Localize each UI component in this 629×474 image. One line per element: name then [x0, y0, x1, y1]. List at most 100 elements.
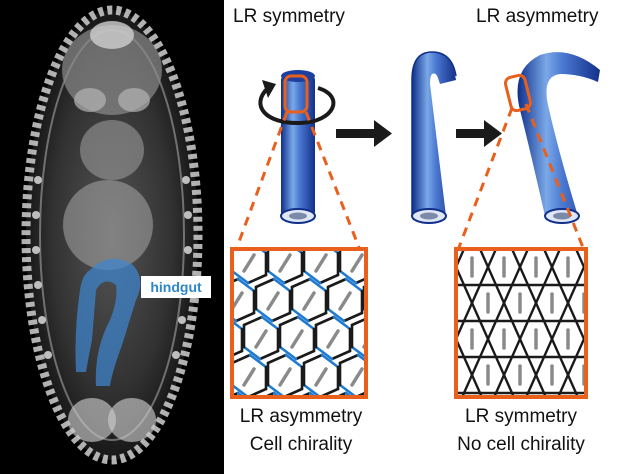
cell-edge: [412, 241, 430, 249]
cell-edge: [332, 315, 352, 331]
cell-edge: [333, 391, 348, 397]
cell-edge: [502, 283, 514, 305]
cell-edge: [424, 321, 432, 339]
cell-edge: [272, 277, 292, 293]
cell-nucleus: [278, 253, 292, 273]
cell-edge: [436, 279, 454, 287]
cell-edge: [592, 231, 600, 249]
cell-edge: [234, 311, 256, 323]
cell-edge: [470, 355, 482, 377]
cell-edge: [624, 429, 629, 447]
cell-edge: [574, 249, 586, 269]
cell-edge: [510, 319, 522, 341]
cell-edge: [440, 303, 448, 321]
cell-edge: [542, 249, 546, 251]
cell-edge: [440, 375, 448, 393]
cell-edge: [462, 301, 474, 323]
cell-nucleus: [290, 329, 304, 349]
diagram-title-right: LR asymmetry: [476, 6, 599, 27]
cell-edge: [558, 249, 562, 251]
cell-edge: [462, 283, 474, 305]
cell-edge: [574, 337, 586, 359]
cell-edge: [261, 391, 276, 397]
cell-edge: [536, 213, 544, 231]
curved-hindgut-tube: [517, 52, 600, 224]
cell-edge: [616, 393, 624, 411]
cell-edge: [526, 249, 530, 251]
cell-edge: [404, 465, 422, 473]
cell-edge: [242, 345, 262, 361]
cell-edge: [558, 283, 570, 305]
cell-edge: [470, 283, 482, 305]
cell-edge: [370, 317, 386, 329]
cell-edge: [496, 213, 504, 231]
caption-left-line1: LR asymmetry: [239, 406, 363, 427]
cell-edge: [592, 357, 600, 375]
cell-edge: [518, 249, 530, 269]
cell-edge: [574, 319, 586, 341]
cell-edge: [282, 273, 304, 285]
cell-edge: [326, 307, 346, 323]
cell-edge: [232, 269, 250, 285]
cell-edge: [284, 353, 304, 369]
cell-nucleus: [412, 293, 422, 309]
rotation-arrow-icon: [258, 80, 336, 126]
cell-edge: [592, 213, 600, 231]
cell-edge: [260, 315, 280, 331]
cell-edge: [616, 339, 624, 357]
cell-edge: [440, 285, 448, 303]
cell-edge: [266, 353, 288, 365]
cell-edge: [382, 393, 398, 405]
cell-edge: [600, 375, 608, 393]
cell-edge: [510, 265, 522, 287]
hindgut-overlay: [75, 258, 141, 386]
cell-edge: [382, 279, 398, 291]
cell-edge: [376, 271, 392, 283]
cell-edge: [518, 265, 530, 287]
cell-edge: [314, 345, 334, 361]
cell-edge: [306, 311, 328, 323]
cell-edge: [460, 461, 476, 473]
cell-edge: [316, 461, 332, 473]
cell-edge: [494, 355, 506, 377]
cell-edge: [510, 249, 522, 269]
cell-edge: [388, 317, 406, 325]
cell-edge: [368, 351, 386, 359]
cell-nucleus: [424, 255, 434, 271]
cell-edge: [280, 461, 296, 473]
cell-nucleus: [242, 367, 256, 387]
cell-edge: [290, 277, 312, 289]
diagram-title-left: LR symmetry: [233, 6, 345, 27]
cell-edge: [326, 277, 348, 289]
cell-edge: [388, 233, 404, 245]
cell-edge: [318, 273, 340, 285]
cell-nucleus: [326, 329, 340, 349]
cell-edge: [624, 213, 629, 231]
cell-edge: [394, 241, 410, 253]
cell-edge: [232, 391, 240, 397]
cell-nucleus: [400, 331, 410, 347]
cell-edge: [440, 357, 448, 375]
cell-edge: [254, 277, 276, 289]
cell-edge: [486, 265, 498, 287]
hooked-hindgut-tube: [411, 51, 457, 224]
cell-edge: [574, 249, 578, 251]
cell-edge: [330, 349, 352, 361]
cell-edge: [266, 269, 286, 285]
cell-edge: [528, 213, 536, 231]
cell-edge: [566, 355, 578, 377]
symmetric-cell-lattice: [424, 213, 629, 447]
cell-nucleus: [266, 291, 280, 311]
cell-nucleus: [328, 217, 338, 233]
cell-edge: [278, 345, 298, 361]
cell-edge: [400, 309, 416, 321]
cell-edge: [316, 203, 334, 211]
cell-edge: [352, 461, 368, 473]
cell-edge: [297, 391, 312, 397]
cell-nucleus: [388, 369, 398, 385]
cell-edge: [424, 461, 440, 473]
cell-edge: [574, 265, 586, 287]
cell-edge: [478, 319, 490, 341]
zoom-lines: [234, 103, 586, 251]
